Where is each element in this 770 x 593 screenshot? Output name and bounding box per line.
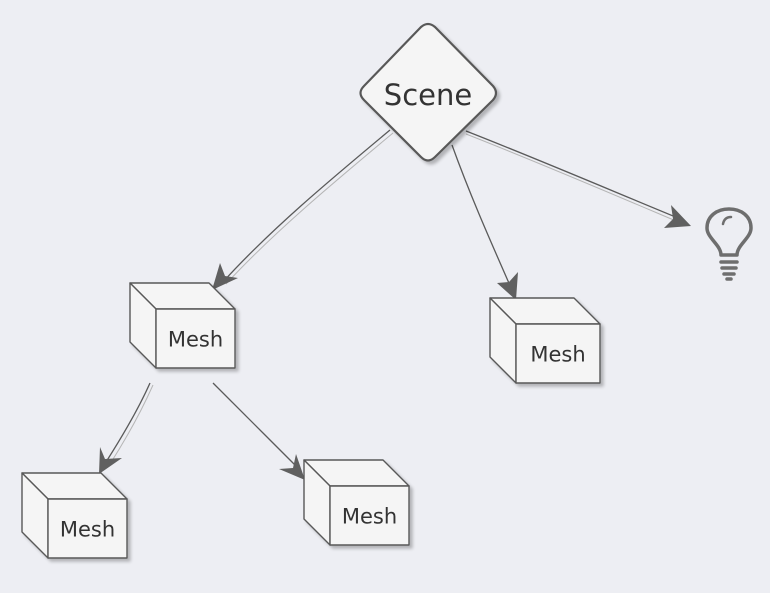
edge-scene-to-mesh2 — [451, 144, 518, 300]
arrowhead — [212, 263, 238, 290]
arrowhead — [497, 272, 518, 300]
arrowhead — [664, 205, 691, 228]
scene-label: Scene — [384, 78, 472, 112]
node-mesh4[interactable] — [303, 459, 410, 546]
mesh-label: Mesh — [530, 343, 585, 367]
node-scene[interactable] — [359, 22, 498, 162]
cube-front-face — [155, 308, 236, 369]
edge-scene-to-light — [465, 130, 691, 228]
cube-front-face — [47, 498, 128, 559]
cube-front-face — [329, 485, 410, 546]
lightbulb-icon — [705, 207, 753, 281]
mesh-label: Mesh — [342, 505, 397, 529]
edges — [99, 129, 691, 480]
node-mesh2[interactable] — [489, 297, 601, 384]
edge-mesh1-to-mesh4 — [212, 382, 305, 480]
edge-scene-to-mesh1 — [212, 129, 394, 290]
mesh-label: Mesh — [168, 328, 223, 352]
edge-mesh1-to-mesh3 — [99, 382, 154, 474]
scene-diamond-shape — [359, 22, 498, 162]
node-light[interactable] — [705, 207, 753, 281]
arrowhead — [99, 447, 122, 474]
node-mesh3[interactable] — [21, 472, 128, 559]
mesh-label: Mesh — [60, 518, 115, 542]
node-mesh1[interactable] — [129, 282, 236, 369]
cube-front-face — [515, 323, 601, 384]
arrowhead — [279, 454, 305, 480]
